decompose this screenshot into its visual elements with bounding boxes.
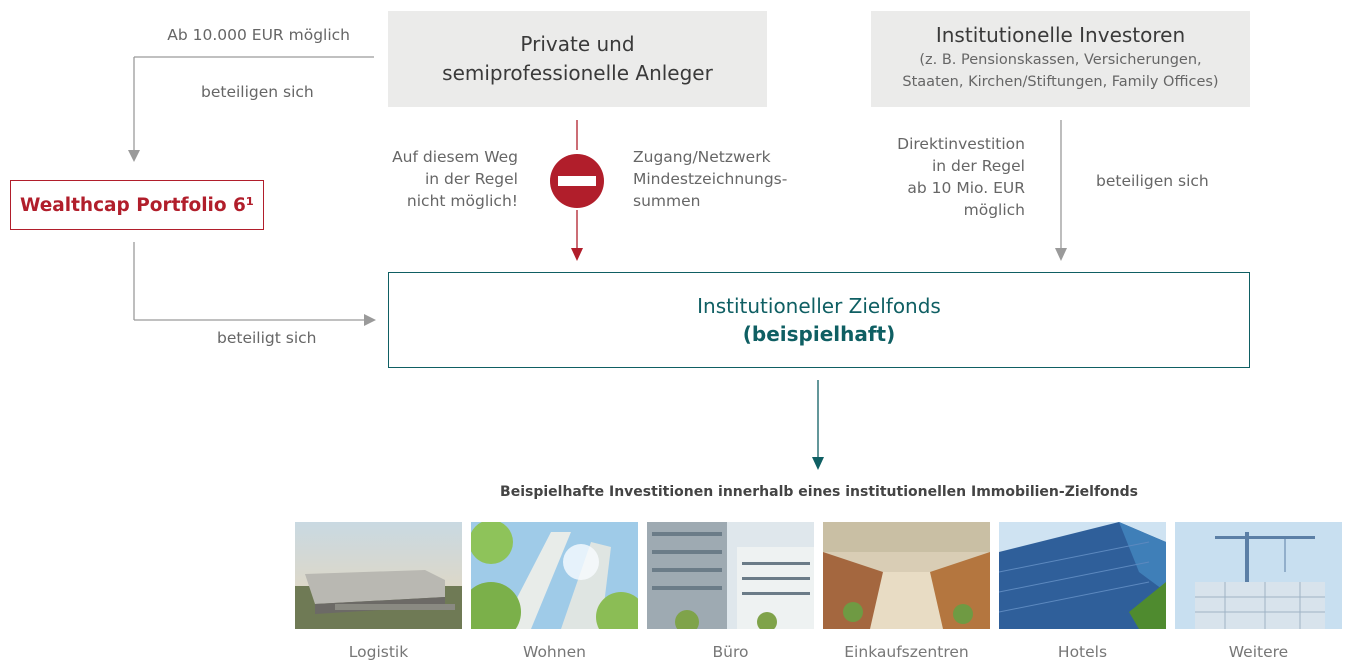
target-fund-line1: Institutioneller Zielfonds bbox=[697, 294, 941, 318]
buero-image bbox=[647, 522, 814, 629]
private-investors-line1: Private und bbox=[520, 32, 635, 56]
example-hotels: Hotels bbox=[1057, 643, 1108, 661]
institutional-investors-line2: Staaten, Kirchen/Stiftungen, Family Offi… bbox=[902, 74, 1219, 90]
arrowhead-institutional bbox=[1055, 248, 1067, 261]
direct-investment-line3: ab 10 Mio. EUR bbox=[907, 179, 1025, 197]
barriers-text: Zugang/Netzwerk Mindestzeichnungs- summe… bbox=[633, 146, 787, 212]
logistik-image bbox=[295, 522, 462, 629]
barriers-line3: summen bbox=[633, 192, 701, 210]
institutional-investors-line1: (z. B. Pensionskassen, Versicherungen, bbox=[919, 52, 1202, 68]
example-logistik: Logistik bbox=[348, 643, 409, 661]
example-wohnen: Wohnen bbox=[523, 643, 586, 661]
weitere-image bbox=[1175, 522, 1342, 629]
direct-investment-line1: Direktinvestition bbox=[897, 135, 1025, 153]
barriers-line2: Mindestzeichnungs- bbox=[633, 170, 788, 188]
not-possible-line2: in der Regel bbox=[424, 170, 518, 188]
wealthcap-portfolio-box: Wealthcap Portfolio 6¹ bbox=[10, 180, 264, 230]
target-fund-box: Institutioneller Zielfonds (beispielhaft… bbox=[388, 272, 1250, 368]
examples-title: Beispielhafte Investitionen innerhalb ei… bbox=[500, 484, 1138, 500]
institutional-investors-box: Institutionelle Investoren (z. B. Pensio… bbox=[871, 11, 1250, 107]
institutional-investors-title: Institutionelle Investoren bbox=[935, 23, 1186, 47]
direct-investment-line2: in der Regel bbox=[931, 157, 1025, 175]
private-investors-line2: semiprofessionelle Anleger bbox=[442, 61, 713, 85]
hotels-image bbox=[999, 522, 1166, 629]
not-possible-line3: nicht möglich! bbox=[406, 192, 518, 210]
min-amount-label: Ab 10.000 EUR möglich bbox=[167, 26, 350, 44]
participates-label: beteiligt sich bbox=[217, 329, 317, 347]
no-entry-icon bbox=[550, 154, 604, 208]
arrowhead-examples bbox=[812, 457, 824, 470]
arrowhead-portfolio bbox=[128, 150, 140, 162]
private-investors-box: Private und semiprofessionelle Anleger bbox=[388, 11, 767, 107]
not-possible-text: Auf diesem Weg in der Regel nicht möglic… bbox=[360, 146, 518, 212]
einkaufszentren-image bbox=[823, 522, 990, 629]
arrowhead-fund-left bbox=[364, 314, 376, 326]
participate-left-label: beteiligen sich bbox=[201, 83, 314, 101]
wohnen-image bbox=[471, 522, 638, 629]
barriers-line1: Zugang/Netzwerk bbox=[633, 148, 771, 166]
direct-investment-text: Direktinvestition in der Regel ab 10 Mio… bbox=[860, 133, 1025, 221]
direct-investment-line4: möglich bbox=[963, 201, 1025, 219]
not-possible-line1: Auf diesem Weg bbox=[392, 148, 518, 166]
arrowhead-blocked bbox=[571, 248, 583, 261]
example-buero: Büro bbox=[712, 643, 749, 661]
example-weitere: Weitere bbox=[1228, 643, 1289, 661]
wealthcap-portfolio-label: Wealthcap Portfolio 6¹ bbox=[19, 194, 255, 216]
example-einkaufszentren: Einkaufszentren bbox=[844, 643, 969, 661]
participate-right-label: beteiligen sich bbox=[1096, 172, 1209, 190]
target-fund-line2: (beispielhaft) bbox=[742, 322, 896, 346]
